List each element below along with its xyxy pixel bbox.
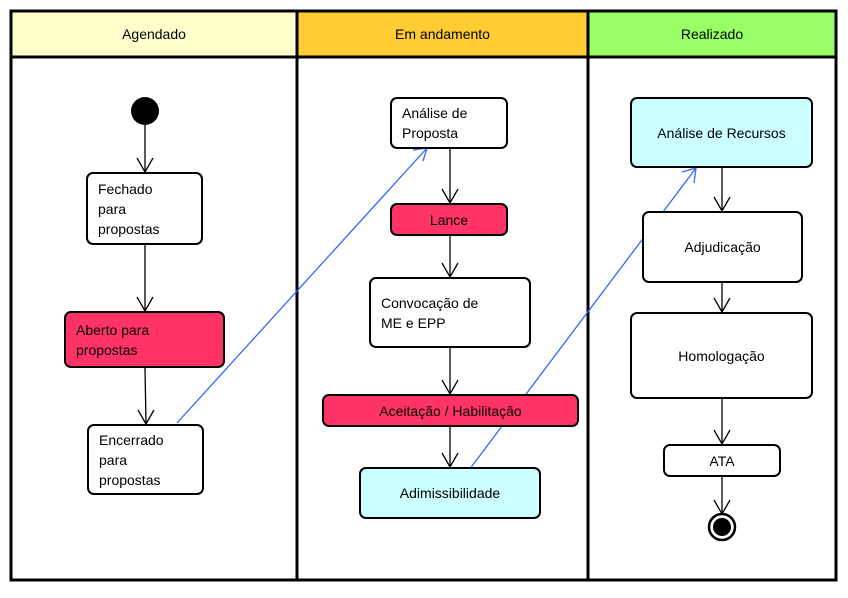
node-label: Homologação [678,347,765,364]
final-node [713,518,731,536]
node-aceitacao-habilitacao[interactable]: Aceitação / Habilitação [322,394,579,427]
node-label: Fechado para propostas [98,180,160,237]
arrow-adjudicacao-to-homologacao [713,283,731,314]
node-adimissibilidade[interactable]: Adimissibilidade [359,467,541,519]
node-label: Encerrado para propostas [99,431,164,488]
node-label: Aceitação / Habilitação [379,402,522,419]
arrow-analise-to-lance [441,149,459,205]
node-label: Aberto para propostas [76,321,150,358]
node-label: Análise de Proposta [402,105,468,141]
arrow-aceitacao-to-adimissibilidade [441,427,459,469]
node-fechado-para-propostas[interactable]: Fechado para propostas [86,172,203,245]
node-label: Adjudicação [684,239,761,255]
node-label: ATA [709,452,735,469]
node-convocacao-me-epp[interactable]: Convocação de ME e EPP [369,277,531,348]
node-label: Adimissibilidade [399,485,501,501]
lane-header-agendado: Agendado [11,10,297,57]
node-analise-de-proposta[interactable]: Análise de Proposta [390,97,508,149]
arrow-homologacao-to-ata [713,399,731,446]
swimlane-frame [9,9,838,582]
arrow-lance-to-convocacao [441,236,459,279]
lane-header-realizado: Realizado [588,10,836,57]
node-label: Convocação de ME e EPP [381,294,479,331]
initial-node [131,97,159,125]
arrow-convocacao-to-aceitacao [441,348,459,396]
node-label: Análise de Recursos [657,124,786,141]
node-lance[interactable]: Lance [390,203,508,236]
arrow-fechado-to-aberto [136,245,154,313]
arrow-ata-to-final [713,477,731,516]
arrow-recursos-to-adjudicacao [713,168,731,213]
lane-header-em-andamento: Em andamento [297,10,588,57]
node-homologacao[interactable]: Homologação [630,312,813,399]
node-aberto-para-propostas[interactable]: Aberto para propostas [64,311,225,368]
node-encerrado-para-propostas[interactable]: Encerrado para propostas [87,424,204,495]
arrow-aberto-to-encerrado [137,367,155,426]
node-adjudicacao[interactable]: Adjudicação [642,211,803,283]
node-analise-de-recursos[interactable]: Análise de Recursos [630,97,813,168]
node-label: Lance [429,211,469,228]
arrow-initial-to-fechado [136,125,154,174]
node-ata[interactable]: ATA [663,444,781,477]
